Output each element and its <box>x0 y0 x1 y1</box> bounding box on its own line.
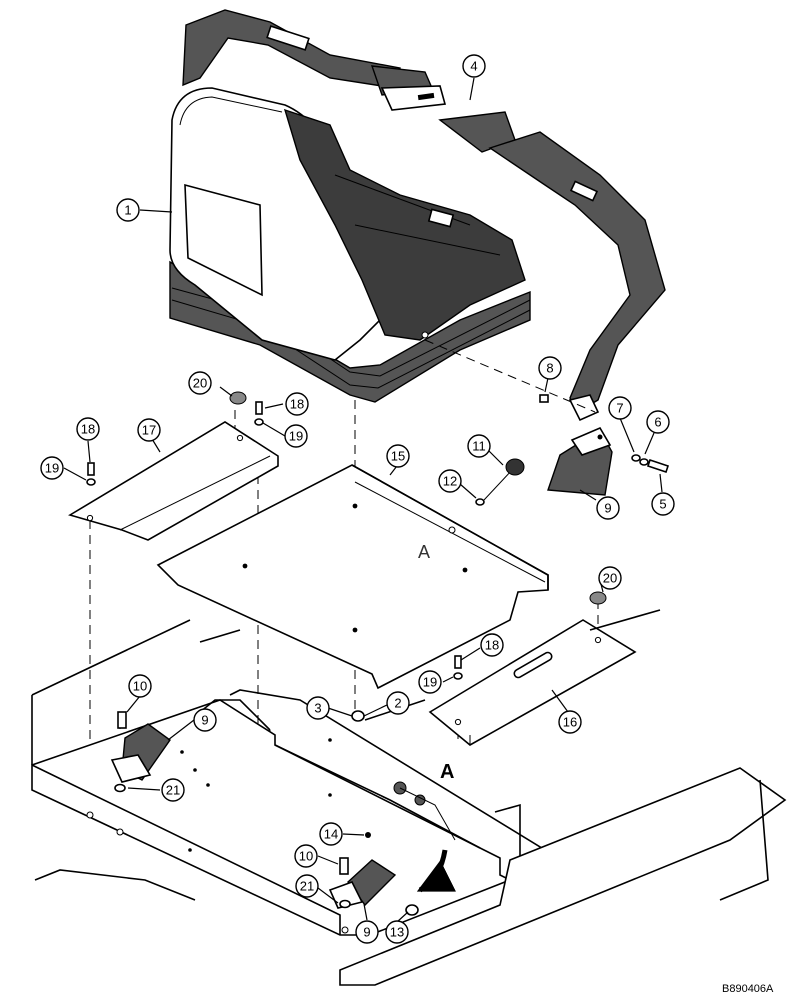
svg-text:21: 21 <box>166 783 180 798</box>
svg-text:18: 18 <box>485 638 499 653</box>
callout-9-right: 9 <box>355 920 379 944</box>
svg-text:19: 19 <box>289 429 303 444</box>
svg-text:10: 10 <box>133 679 147 694</box>
callout-12: 12 <box>438 469 462 493</box>
svg-text:9: 9 <box>201 713 208 728</box>
right-mounting-plate <box>428 619 637 746</box>
svg-text:9: 9 <box>363 925 370 940</box>
svg-text:21: 21 <box>300 879 314 894</box>
svg-text:1: 1 <box>124 203 131 218</box>
svg-text:20: 20 <box>603 571 617 586</box>
svg-text:3: 3 <box>314 701 321 716</box>
svg-text:5: 5 <box>659 497 666 512</box>
callout-6: 6 <box>646 410 670 434</box>
callout-11: 11 <box>467 434 491 458</box>
callouts: 1 2 3 4 5 6 7 8 9 9 9 10 10 11 12 13 14 … <box>40 54 675 944</box>
callout-5: 5 <box>651 492 675 516</box>
svg-text:2: 2 <box>394 696 401 711</box>
svg-text:14: 14 <box>324 827 338 842</box>
callout-1: 1 <box>116 198 140 222</box>
callout-14: 14 <box>319 822 343 846</box>
callout-19-right: 19 <box>418 670 442 694</box>
callout-21-left: 21 <box>161 778 185 802</box>
hardware-items <box>86 391 670 916</box>
svg-text:15: 15 <box>391 449 405 464</box>
callout-21-right: 21 <box>295 874 319 898</box>
svg-text:8: 8 <box>546 361 553 376</box>
svg-text:13: 13 <box>390 925 404 940</box>
callout-10-right: 10 <box>294 844 318 868</box>
seat-mounting-plate <box>156 464 549 690</box>
svg-text:17: 17 <box>142 423 156 438</box>
callout-9-upper: 9 <box>596 496 620 520</box>
svg-text:7: 7 <box>616 401 623 416</box>
detail-a-location-label: A <box>418 542 430 562</box>
callout-4: 4 <box>462 54 486 78</box>
callout-9-left: 9 <box>193 708 217 732</box>
callout-18-top: 18 <box>285 392 309 416</box>
callout-16: 16 <box>558 710 582 734</box>
left-mounting-plate <box>68 421 279 541</box>
callout-7: 7 <box>608 396 632 420</box>
svg-text:18: 18 <box>290 397 304 412</box>
belt-anchor-bracket-right <box>328 859 397 909</box>
svg-text:19: 19 <box>45 461 59 476</box>
callout-10-left: 10 <box>128 674 152 698</box>
callout-2: 2 <box>386 691 410 715</box>
svg-text:16: 16 <box>563 715 577 730</box>
seat-cushion-assembly <box>169 87 531 403</box>
detail-a-reference: A A <box>416 542 457 893</box>
callout-17: 17 <box>137 418 161 442</box>
svg-text:12: 12 <box>443 474 457 489</box>
callout-8: 8 <box>538 356 562 380</box>
callout-18-left: 18 <box>76 417 100 441</box>
drawing-code: B890406A <box>722 983 774 995</box>
detail-a-label: A <box>440 761 454 783</box>
callout-15: 15 <box>386 444 410 468</box>
svg-text:20: 20 <box>193 376 207 391</box>
svg-text:6: 6 <box>654 415 661 430</box>
belt-anchor-bracket-left <box>110 723 171 783</box>
callout-20-right: 20 <box>598 566 622 590</box>
callout-19-top: 19 <box>284 424 308 448</box>
callout-3: 3 <box>306 696 330 720</box>
svg-text:11: 11 <box>472 439 486 454</box>
callout-19-left: 19 <box>40 456 64 480</box>
callout-18-right: 18 <box>480 633 504 657</box>
seat-belt-upper-strap <box>182 9 447 111</box>
svg-text:4: 4 <box>470 59 477 74</box>
svg-text:19: 19 <box>423 675 437 690</box>
callout-20-top: 20 <box>188 371 212 395</box>
svg-text:18: 18 <box>81 422 95 437</box>
svg-text:10: 10 <box>299 849 313 864</box>
belt-anchor-bracket-upper <box>547 426 613 496</box>
svg-text:9: 9 <box>604 501 611 516</box>
callout-13: 13 <box>385 920 409 944</box>
